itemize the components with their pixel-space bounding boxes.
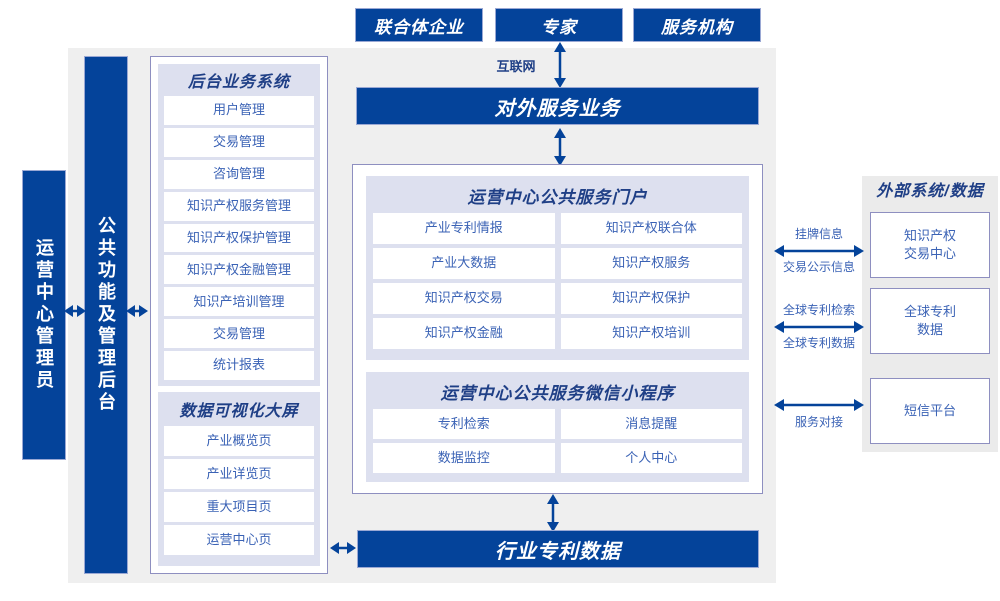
external-system-line1: 全球专利 bbox=[903, 304, 956, 320]
backend-system-item[interactable]: 知识产权服务管理 bbox=[164, 191, 314, 221]
backend-system-item[interactable]: 用户管理 bbox=[164, 96, 314, 125]
external-system-global-patent-data[interactable]: 全球专利 数据 bbox=[870, 288, 990, 354]
public-portal-item[interactable]: 知识产权联合体 bbox=[560, 213, 742, 244]
arrow-service-to-portal bbox=[554, 128, 566, 166]
arrow-backend-to-systems bbox=[126, 305, 148, 317]
data-visualization-group: 数据可视化大屏 产业概览页 产业详览页 重大项目页 运营中心页 bbox=[158, 392, 320, 566]
left-column-label: 运营中心管理员 bbox=[34, 238, 54, 392]
external-connector-label-above: 全球专利检索 bbox=[782, 303, 855, 317]
backend-system-item[interactable]: 统计报表 bbox=[164, 351, 314, 381]
external-connector-label-above: 挂牌信息 bbox=[794, 227, 843, 241]
top-actor-union-enterprise[interactable]: 联合体企业 bbox=[355, 8, 483, 42]
top-actor-service-org[interactable]: 服务机构 bbox=[633, 8, 761, 42]
backend-system-item[interactable]: 咨询管理 bbox=[164, 159, 314, 189]
mini-program-item[interactable]: 消息提醒 bbox=[560, 409, 742, 439]
external-service-bar[interactable]: 对外服务业务 bbox=[356, 87, 759, 125]
public-portal-item[interactable]: 知识产权交易 bbox=[373, 283, 555, 314]
external-system-sms-platform[interactable]: 短信平台 bbox=[870, 378, 990, 444]
top-actor-label: 专家 bbox=[541, 17, 577, 37]
data-visualization-title: 数据可视化大屏 bbox=[179, 403, 299, 420]
mini-program-item[interactable]: 专利检索 bbox=[373, 409, 555, 439]
industry-patent-data-label: 行业专利数据 bbox=[495, 540, 621, 563]
external-connector-label-below: 全球专利数据 bbox=[782, 336, 855, 350]
backend-system-item[interactable]: 交易管理 bbox=[164, 127, 314, 157]
data-visualization-item[interactable]: 产业详览页 bbox=[164, 459, 314, 489]
external-system-ip-trading-center[interactable]: 知识产权 交易中心 bbox=[870, 212, 990, 278]
backend-system-item[interactable]: 知识产权金融管理 bbox=[164, 255, 314, 285]
left-column-public-function-backend[interactable]: 公共功能及管理后台 bbox=[84, 56, 128, 574]
backend-system-item[interactable]: 交易管理 bbox=[164, 319, 314, 349]
external-connector-label-below: 服务对接 bbox=[794, 415, 843, 429]
external-system-line1: 知识产权 bbox=[903, 228, 956, 244]
data-visualization-item[interactable]: 运营中心页 bbox=[164, 525, 314, 555]
public-portal-item[interactable]: 产业大数据 bbox=[373, 248, 555, 279]
public-portal-item[interactable]: 知识产权保护 bbox=[560, 283, 742, 314]
backend-system-item[interactable]: 知识产权保护管理 bbox=[164, 223, 314, 253]
arrow-admin-to-backend bbox=[64, 305, 86, 317]
left-column-label: 公共功能及管理后台 bbox=[96, 216, 116, 414]
external-system-line2: 交易中心 bbox=[903, 246, 956, 261]
internet-label: 互联网 bbox=[496, 59, 536, 74]
public-portal-item[interactable]: 知识产权服务 bbox=[560, 248, 742, 279]
public-portal-item[interactable]: 知识产权培训 bbox=[560, 318, 742, 349]
backend-system-item[interactable]: 知识产培训管理 bbox=[164, 287, 314, 317]
external-system-line2: 数据 bbox=[916, 322, 943, 337]
data-visualization-item[interactable]: 重大项目页 bbox=[164, 492, 314, 522]
arrow-portal-to-industry-data bbox=[547, 494, 559, 532]
mini-program-title: 运营中心公共服务微信小程序 bbox=[440, 384, 675, 403]
external-systems-title: 外部系统/数据 bbox=[876, 183, 984, 200]
backend-system-group: 后台业务系统 用户管理 交易管理 咨询管理 知识产权服务管理 知识产权保护管理 … bbox=[158, 64, 320, 386]
top-actor-label: 联合体企业 bbox=[374, 17, 464, 37]
top-actor-label: 服务机构 bbox=[661, 17, 733, 37]
arrow-internet bbox=[554, 42, 566, 88]
public-portal-group: 运营中心公共服务门户 产业专利情报 知识产权联合体 产业大数据 知识产权服务 知… bbox=[366, 176, 749, 360]
data-visualization-item[interactable]: 产业概览页 bbox=[164, 426, 314, 456]
public-portal-title: 运营中心公共服务门户 bbox=[467, 188, 648, 207]
arrow-external-sms bbox=[774, 399, 864, 411]
industry-patent-data-bar[interactable]: 行业专利数据 bbox=[357, 530, 759, 568]
mini-program-item[interactable]: 数据监控 bbox=[373, 443, 555, 473]
arrow-backend-to-industry-data bbox=[330, 542, 356, 554]
public-portal-item[interactable]: 产业专利情报 bbox=[373, 213, 555, 244]
top-actor-expert[interactable]: 专家 bbox=[495, 8, 623, 42]
mini-program-group: 运营中心公共服务微信小程序 专利检索 消息提醒 数据监控 个人中心 bbox=[366, 372, 749, 482]
backend-system-title: 后台业务系统 bbox=[187, 74, 290, 91]
mini-program-item[interactable]: 个人中心 bbox=[560, 443, 742, 473]
external-connector-label-below: 交易公示信息 bbox=[782, 260, 855, 274]
arrow-external-global-patent bbox=[774, 321, 864, 333]
arrow-external-ip-trading bbox=[774, 245, 864, 257]
public-portal-item[interactable]: 知识产权金融 bbox=[373, 318, 555, 349]
left-column-operation-center-admin[interactable]: 运营中心管理员 bbox=[22, 170, 66, 460]
external-system-line1: 短信平台 bbox=[903, 403, 956, 419]
external-service-label: 对外服务业务 bbox=[494, 97, 621, 120]
